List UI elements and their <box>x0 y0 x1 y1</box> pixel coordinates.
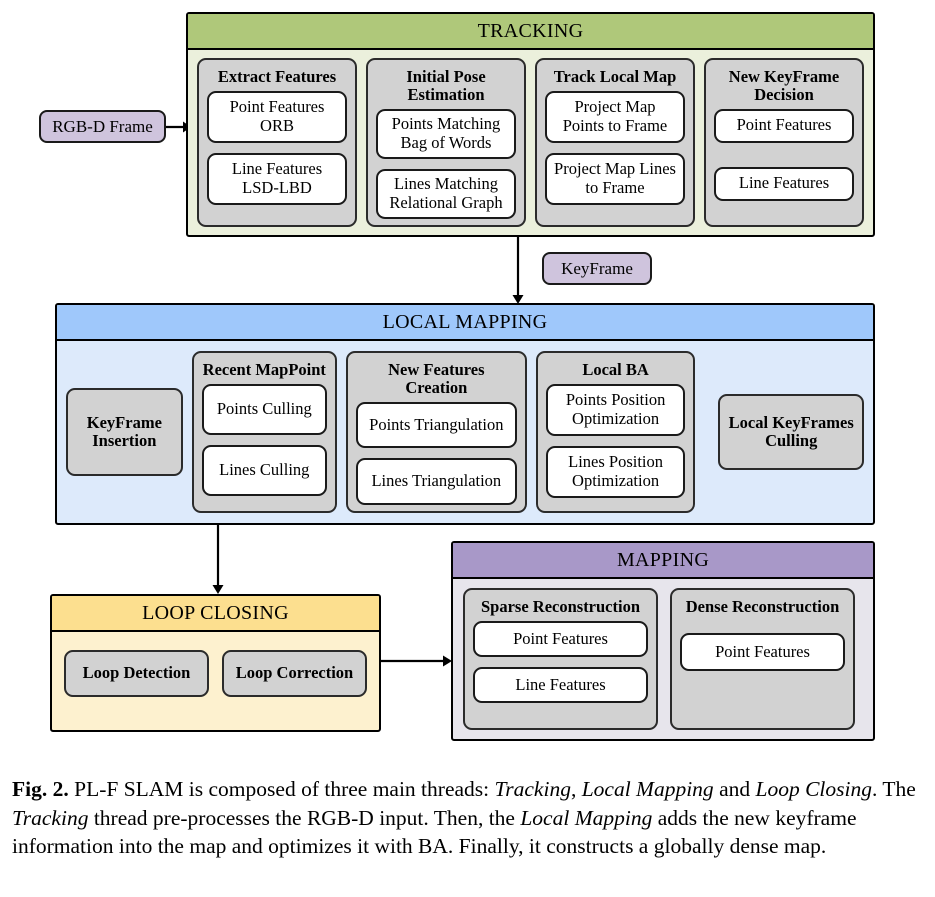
leaf-point-features[interactable]: Point Features <box>714 108 854 143</box>
rgbd-frame-label: RGB-D Frame <box>52 116 153 136</box>
leaf-lines-triangulation[interactable]: Lines Triangulation <box>355 458 517 505</box>
leaf-point-features[interactable]: Point Features <box>473 620 648 657</box>
arrow-tracking-to-local-mapping <box>510 237 526 305</box>
module-dense-reconstruction[interactable]: Dense Reconstruction Point Features <box>670 588 855 730</box>
loop-closing-title: LOOP CLOSING <box>142 601 289 624</box>
thread-mapping: MAPPING Sparse Reconstruction Point Feat… <box>451 541 875 741</box>
tracking-header: TRACKING <box>188 14 873 50</box>
loop-closing-body: Loop Detection Loop Correction <box>52 632 379 730</box>
leaf-point-features[interactable]: Point Features <box>680 632 845 671</box>
arrow-loop-closing-to-mapping <box>381 653 453 669</box>
leaf-points-triangulation[interactable]: Points Triangulation <box>355 401 517 449</box>
module-new-features-creation[interactable]: New Features Creation Points Triangulati… <box>345 351 527 513</box>
thread-loop-closing: LOOP CLOSING Loop Detection Loop Correct… <box>50 594 381 732</box>
local-mapping-header: LOCAL MAPPING <box>57 305 873 341</box>
loop-closing-header: LOOP CLOSING <box>52 596 379 632</box>
leaf-line-features[interactable]: Line Features <box>473 666 648 703</box>
tracking-title: TRACKING <box>477 19 584 42</box>
module-sparse-reconstruction[interactable]: Sparse Reconstruction Point Features Lin… <box>463 588 658 730</box>
module-title: Sparse Reconstruction <box>480 597 641 616</box>
module-loop-correction[interactable]: Loop Correction <box>222 650 367 697</box>
module-title: New Features Creation <box>388 360 485 397</box>
leaf-line-features[interactable]: Line Features <box>714 166 854 201</box>
local-mapping-title: LOCAL MAPPING <box>382 310 548 333</box>
leaf-points-culling[interactable]: Points Culling <box>201 383 327 435</box>
arrow-local-mapping-to-loop-closing <box>210 525 226 595</box>
module-title: Dense Reconstruction <box>685 597 840 616</box>
keyframe-tag: KeyFrame <box>542 252 652 285</box>
module-loop-detection[interactable]: Loop Detection <box>64 650 209 697</box>
module-title: Extract Features <box>217 67 337 86</box>
thread-tracking: TRACKING Extract Features Point Features… <box>186 12 875 237</box>
figure-caption: Fig. 2. PL-F SLAM is composed of three m… <box>12 775 917 861</box>
module-title: Recent MapPoint <box>202 360 326 379</box>
module-title: Track Local Map <box>553 67 677 86</box>
leaf-lines-culling[interactable]: Lines Culling <box>201 444 327 496</box>
module-title: Initial Pose Estimation <box>406 67 486 104</box>
figure-label: Fig. 2. <box>12 777 69 801</box>
figure-caption-text: PL-F SLAM is composed of three main thre… <box>12 777 916 859</box>
keyframe-label: KeyFrame <box>561 258 633 278</box>
mapping-title: MAPPING <box>616 548 710 571</box>
module-recent-mappoint[interactable]: Recent MapPoint Points Culling Lines Cul… <box>191 351 337 513</box>
mapping-header: MAPPING <box>453 543 873 579</box>
mapping-body: Sparse Reconstruction Point Features Lin… <box>453 579 873 739</box>
rgbd-frame-tag: RGB-D Frame <box>39 110 166 143</box>
module-title: Local BA <box>582 360 649 379</box>
